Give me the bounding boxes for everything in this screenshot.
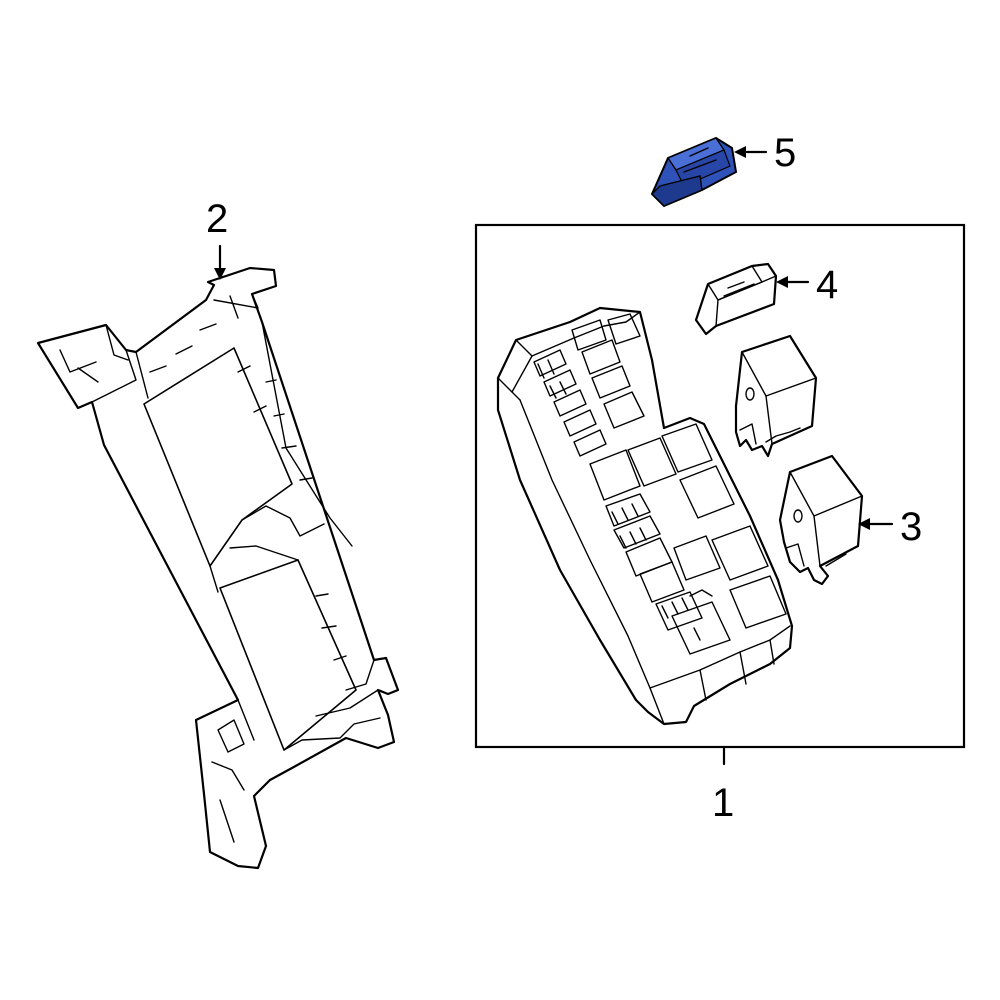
fuse-box-assembly-frame (474, 223, 966, 749)
callout-3-label: 3 (900, 505, 922, 549)
callout-2-label: 2 (206, 197, 228, 241)
callout-5-arrow (734, 146, 746, 158)
fuse-part-highlighted[interactable] (650, 136, 738, 208)
bracket-part[interactable] (36, 266, 400, 870)
mini-fuse-part[interactable] (694, 262, 778, 336)
relay-lower-part[interactable] (778, 454, 864, 586)
callout-4-label: 4 (816, 263, 838, 307)
relay-upper-part[interactable] (734, 334, 818, 458)
callout-5-label: 5 (774, 131, 796, 175)
callout-1-label: 1 (712, 781, 734, 825)
callout-2-arrow (214, 268, 226, 280)
fuse-box-part[interactable] (496, 306, 794, 726)
callout-4-arrow (776, 276, 788, 288)
callout-3-arrow (858, 518, 870, 530)
